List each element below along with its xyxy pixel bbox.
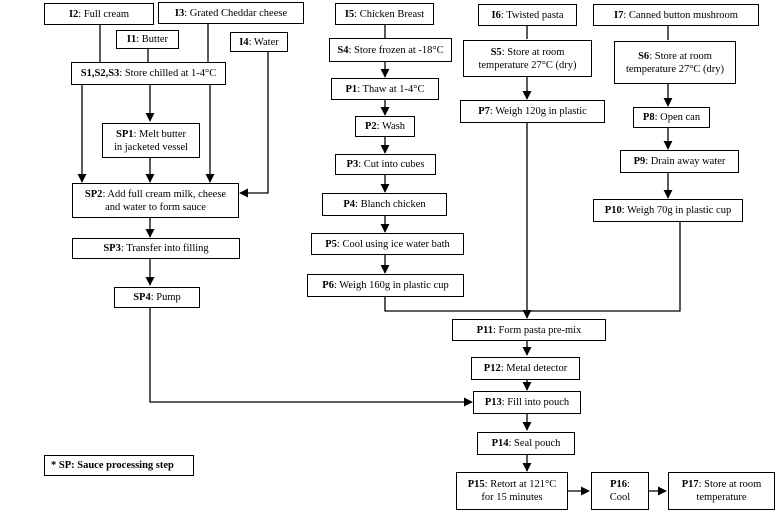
node-p7: P7: Weigh 120g in plastic bbox=[460, 100, 605, 123]
node-p14: P14: Seal pouch bbox=[477, 432, 575, 455]
node-i2: I2: Full cream bbox=[44, 3, 154, 25]
node-p5: P5: Cool using ice water bath bbox=[311, 233, 464, 255]
node-p16: P16:Cool bbox=[591, 472, 649, 510]
node-p9: P9: Drain away water bbox=[620, 150, 739, 173]
node-p2: P2: Wash bbox=[355, 116, 415, 137]
legend-box: * SP: Sauce processing step bbox=[44, 455, 194, 476]
connector-p6-to-merge bbox=[384, 297, 527, 312]
node-i1: I1: Butter bbox=[116, 30, 179, 49]
node-p8: P8: Open can bbox=[633, 107, 710, 128]
node-s4: S4: Store frozen at -18°C bbox=[329, 38, 452, 62]
arrow-i4-to-sp2 bbox=[239, 52, 269, 198]
node-p13: P13: Fill into pouch bbox=[473, 391, 581, 414]
node-p12: P12: Metal detector bbox=[471, 357, 580, 380]
node-p11: P11: Form pasta pre-mix bbox=[452, 319, 606, 341]
node-p10: P10: Weigh 70g in plastic cup bbox=[593, 199, 743, 222]
node-i3: I3: Grated Cheddar cheese bbox=[158, 2, 304, 24]
node-p3: P3: Cut into cubes bbox=[335, 154, 436, 175]
node-p6: P6: Weigh 160g in plastic cup bbox=[307, 274, 464, 297]
arrow-sp4-to-p13 bbox=[149, 308, 473, 407]
node-p4: P4: Blanch chicken bbox=[322, 193, 447, 216]
node-i5: I5: Chicken Breast bbox=[335, 3, 434, 25]
node-sp3: SP3: Transfer into filling bbox=[72, 238, 240, 259]
node-sp4: SP4: Pump bbox=[114, 287, 200, 308]
node-i4: I4: Water bbox=[230, 32, 288, 52]
node-i7: I7: Canned button mushroom bbox=[593, 4, 759, 26]
connector-p10-to-merge bbox=[527, 222, 681, 312]
node-p1: P1: Thaw at 1-4°C bbox=[331, 78, 439, 100]
node-i6: I6: Twisted pasta bbox=[478, 4, 577, 26]
node-s1-s2-s3: S1,S2,S3: Store chilled at 1-4°C bbox=[71, 62, 226, 85]
